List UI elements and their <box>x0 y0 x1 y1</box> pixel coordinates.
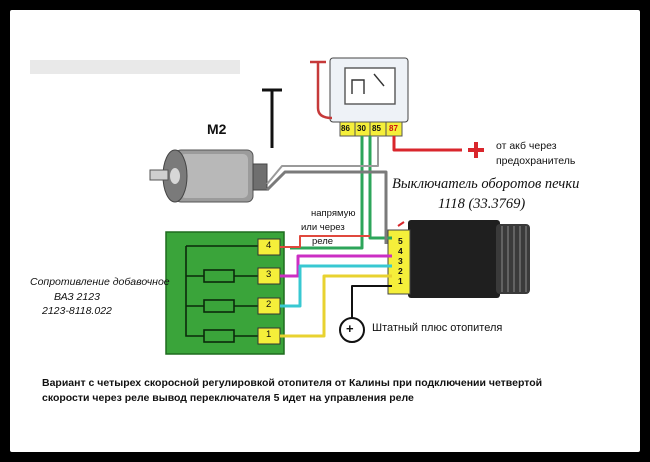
relay <box>329 57 409 137</box>
relay-pin-85: 85 <box>372 124 381 133</box>
battery-note-line2: предохранитель <box>496 155 576 167</box>
battery-plus-icon <box>468 142 484 158</box>
relay-pin-30: 30 <box>357 124 366 133</box>
wires <box>265 136 462 338</box>
resistor-pin-2: 2 <box>266 299 272 310</box>
switch-model: 1118 (33.3769) <box>438 196 526 212</box>
relay-note-line2: или через <box>301 222 345 233</box>
heater-plus-symbol: + <box>346 321 354 336</box>
relay-pin-87: 87 <box>389 124 398 133</box>
relay-note-line3: реле <box>312 236 334 247</box>
switch-pin-3: 3 <box>398 256 403 266</box>
switch-pin-5: 5 <box>398 236 403 246</box>
relay-ground <box>310 60 333 120</box>
ground-symbol <box>262 88 282 148</box>
speed-switch <box>387 220 530 298</box>
battery-note-line1: от акб через <box>496 140 557 152</box>
resistor-pin-4: 4 <box>266 240 272 251</box>
resistor-title: Сопротивление добавочное <box>30 276 170 288</box>
heater-plus-label: Штатный плюс отопителя <box>372 322 503 334</box>
motor-label: M2 <box>207 121 227 137</box>
switch-pin-2: 2 <box>398 266 403 276</box>
caption-line1: Вариант с четырех скоросной регулировкой… <box>42 377 543 389</box>
heater-plus-circle <box>339 317 365 343</box>
resistor-pin-3: 3 <box>266 269 272 280</box>
resistor-internals <box>185 245 258 343</box>
switch-title: Выключатель оборотов печки <box>392 176 580 192</box>
resistor-model1: ВАЗ 2123 <box>54 291 100 303</box>
switch-pin-1: 1 <box>398 276 403 286</box>
diagram-panel <box>10 10 640 452</box>
resistor-pin-1: 1 <box>266 329 272 340</box>
switch-pin-4: 4 <box>398 246 403 256</box>
relay-note-line1: напрямую <box>311 208 356 219</box>
resistor-model2: 2123-8118.022 <box>42 305 112 317</box>
relay-pin-86: 86 <box>341 124 350 133</box>
resistor-pins <box>257 238 281 345</box>
pin5-arrow <box>397 221 405 227</box>
fan-motor <box>149 149 268 203</box>
faded-header-artifact <box>30 60 240 74</box>
caption-line2: скорости через реле вывод переключателя … <box>42 392 414 404</box>
